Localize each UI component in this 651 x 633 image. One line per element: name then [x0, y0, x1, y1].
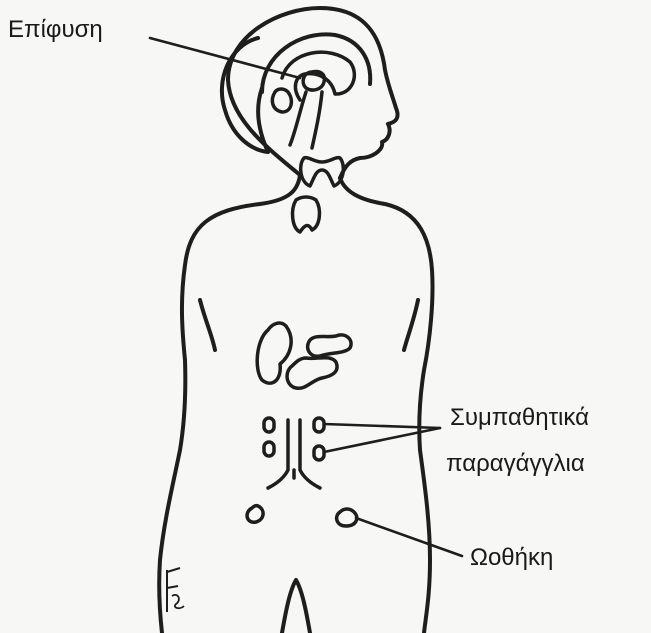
right-arm-inner	[404, 300, 418, 350]
kidney-right	[287, 358, 337, 389]
artist-signature	[167, 568, 184, 612]
paraganglion-right-top	[314, 418, 324, 432]
ovary-right	[337, 509, 357, 526]
cerebellum	[272, 89, 291, 112]
label-pineal: Επίφυση	[8, 16, 103, 44]
sympathetic-leader-bottom	[324, 428, 440, 452]
paraganglion-left-top	[264, 418, 274, 432]
ovary-left	[247, 506, 263, 523]
label-sympathetic-line2: παραγάγγλια	[446, 450, 585, 478]
aorta	[268, 420, 320, 488]
left-arm-inner	[200, 300, 215, 350]
paraganglion-left-bottom	[264, 442, 274, 456]
brainstem	[290, 92, 322, 148]
thymus	[293, 197, 320, 232]
right-body-outline	[340, 178, 433, 633]
head-outline	[228, 8, 398, 178]
label-ovary: Ωοθήκη	[470, 544, 553, 572]
ovary-leader	[356, 518, 462, 556]
leg-gap	[282, 580, 310, 633]
label-sympathetic-line1: Συμπαθητικά	[450, 404, 589, 432]
left-body-outline	[159, 175, 300, 633]
thyroid	[301, 158, 344, 186]
paraganglion-right-bottom	[314, 446, 324, 460]
sympathetic-leader-top	[324, 424, 440, 428]
pancreas	[308, 335, 351, 356]
